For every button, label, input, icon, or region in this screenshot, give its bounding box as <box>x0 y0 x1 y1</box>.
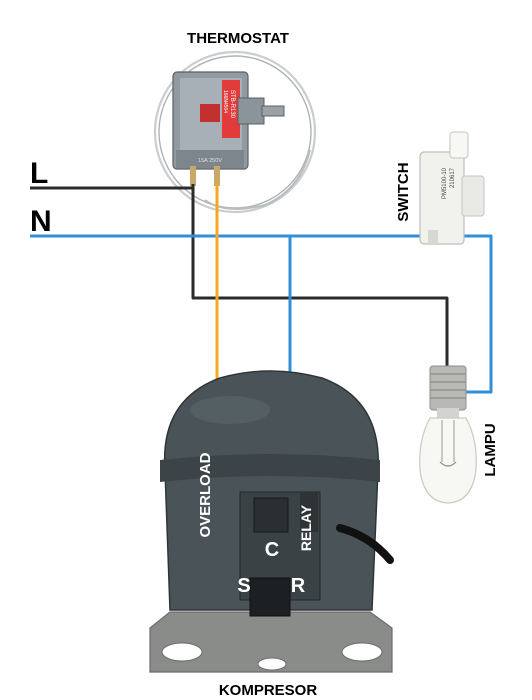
switch-label: SWITCH <box>395 162 412 221</box>
run-terminal-label: R <box>291 575 306 597</box>
switch-code-text: 210617 <box>450 167 456 188</box>
thermostat-model-text: STB-R130 <box>229 90 235 119</box>
lamp-label: LAMPU <box>482 423 499 476</box>
line-label: L <box>30 157 48 190</box>
thermostat-capillary <box>153 50 317 214</box>
live-wire <box>30 184 449 368</box>
thermostat-code-text: 166N4504 <box>222 90 228 113</box>
switch-model-text: PM5100-10 <box>442 167 448 199</box>
neutral-label: N <box>30 205 52 238</box>
thermostat: STB-R130 166N4504 15A 250V <box>172 71 285 186</box>
common-terminal-label: C <box>265 539 279 561</box>
compressor <box>149 370 394 673</box>
compressor-title: KOMPRESOR <box>219 682 318 699</box>
relay-label: RELAY <box>298 504 314 551</box>
door-switch: PM5100-10 210617 <box>419 131 485 245</box>
thermostat-terminal-right <box>214 166 220 186</box>
thermostat-title: THERMOSTAT <box>187 30 289 47</box>
overload-label: OVERLOAD <box>197 452 214 537</box>
lamp <box>419 365 477 504</box>
thermostat-terminal-left <box>190 166 196 186</box>
thermostat-small-text: 15A 250V <box>198 158 222 164</box>
start-terminal-label: S <box>237 575 250 597</box>
